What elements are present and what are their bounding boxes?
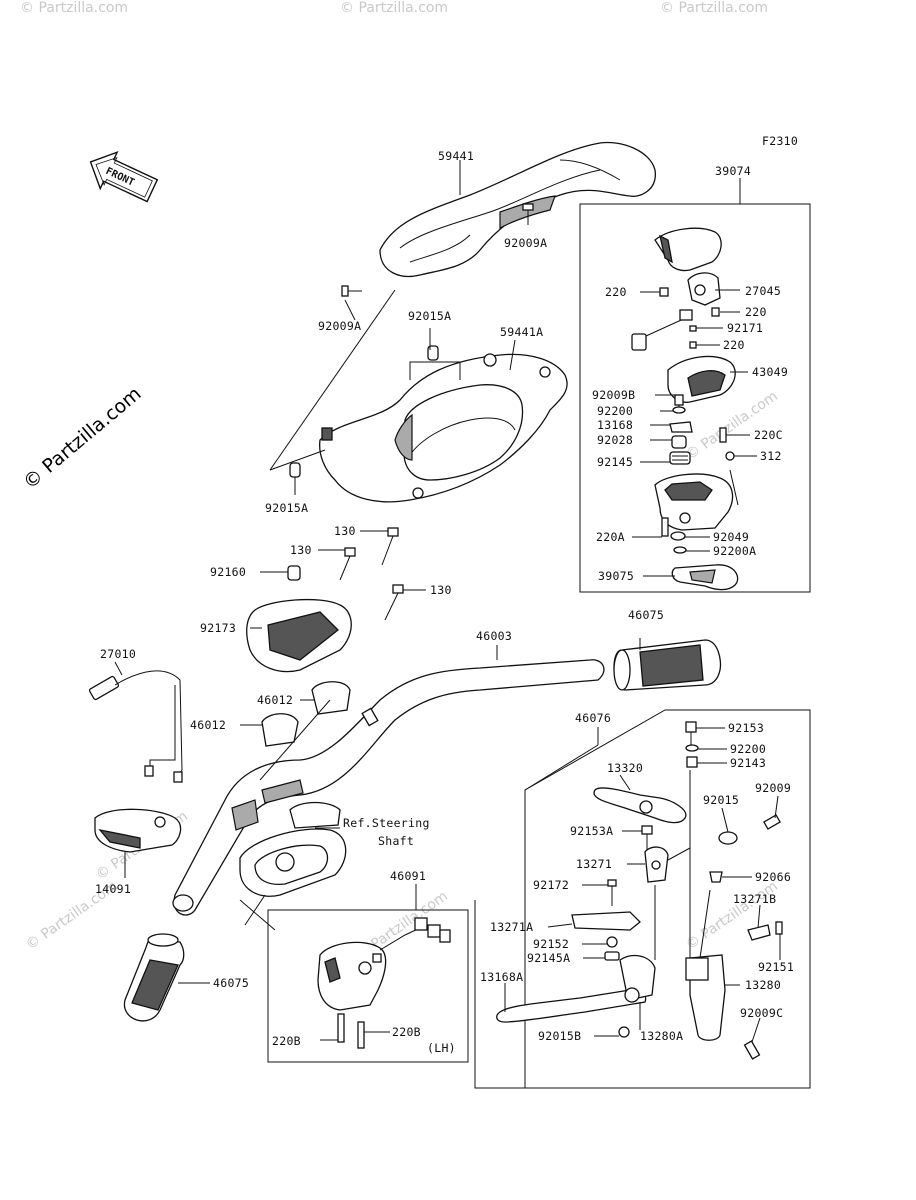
label-92160: 92160: [210, 565, 246, 579]
label-46076: 46076: [575, 711, 611, 725]
label-92153A: 92153A: [570, 824, 613, 838]
label-312: 312: [760, 449, 782, 463]
throttle-parts: [631, 227, 739, 591]
svg-text:© Partzilla.com: © Partzilla.com: [20, 0, 128, 16]
holder-bolts: [240, 527, 404, 747]
switch-46091: [317, 917, 451, 1049]
cover-14091: [94, 808, 182, 878]
grip-46075-left: [123, 933, 210, 1022]
label-13271B: 13271B: [733, 892, 776, 906]
label-43049: 43049: [752, 365, 788, 379]
label-92009: 92009: [755, 781, 791, 795]
label-92200A: 92200A: [713, 544, 756, 558]
label-92171: 92171: [727, 321, 763, 335]
svg-text:© Partzilla.com: © Partzilla.com: [340, 0, 448, 16]
label-220-1: 220: [605, 285, 627, 299]
label-220-3: 220: [723, 338, 745, 352]
upper-leaders: [250, 530, 498, 781]
label-13271: 13271: [576, 857, 612, 871]
label-13168A: 13168A: [480, 970, 523, 984]
label-46003: 46003: [476, 629, 512, 643]
svg-text:© Partzilla.com: © Partzilla.com: [683, 878, 781, 953]
reference-note-line2: Shaft: [378, 834, 414, 848]
lower-holders: [239, 801, 347, 931]
label-13280: 13280: [745, 978, 781, 992]
label-39074: 39074: [715, 164, 751, 178]
assembly-box-46091: [267, 909, 469, 1063]
brake-parts: [496, 721, 783, 1060]
svg-text:© Partzilla.com: © Partzilla.com: [660, 0, 768, 16]
label-46075-left: 46075: [213, 976, 249, 990]
label-92066: 92066: [755, 870, 791, 884]
label-92145A: 92145A: [527, 951, 570, 965]
label-220B-1: 220B: [272, 1034, 301, 1048]
front-arrow-icon: FRONT: [89, 151, 159, 203]
label-92049: 92049: [713, 530, 749, 544]
label-92009C: 92009C: [740, 1006, 783, 1020]
label-130-3: 130: [430, 583, 452, 597]
collar-92015A-bottom: [289, 462, 301, 478]
label-13168: 13168: [597, 418, 633, 432]
label-92015B: 92015B: [538, 1029, 581, 1043]
handlebar-cover-59441A: [319, 353, 568, 503]
label-92015A-top: 92015A: [408, 309, 451, 323]
brake-leaders: [504, 727, 781, 1043]
label-13271A: 13271A: [490, 920, 533, 934]
label-92173: 92173: [200, 621, 236, 635]
figure-code: F2310: [762, 134, 798, 148]
label-220-2: 220: [745, 305, 767, 319]
label-92200: 92200: [597, 404, 633, 418]
throttle-leaders: [632, 289, 757, 577]
label-13280A: 13280A: [640, 1029, 683, 1043]
bolt-92009A-left: [341, 285, 362, 297]
label-130-1: 130: [334, 524, 356, 538]
label-92151: 92151: [758, 960, 794, 974]
label-92143: 92143: [730, 756, 766, 770]
label-220A: 220A: [596, 530, 625, 544]
label-92028: 92028: [597, 433, 633, 447]
partzilla-watermark: © Partzilla.com: [19, 383, 145, 494]
label-46012-2: 46012: [190, 718, 226, 732]
label-92200-b: 92200: [730, 742, 766, 756]
label-59441A: 59441A: [500, 325, 543, 339]
label-27045: 27045: [745, 284, 781, 298]
label-92009A-top: 92009A: [504, 236, 547, 250]
label-39075: 39075: [598, 569, 634, 583]
label-92015A-bottom: 92015A: [265, 501, 308, 515]
label-92172: 92172: [533, 878, 569, 892]
label-lh: (LH): [427, 1041, 456, 1055]
label-46075-right: 46075: [628, 608, 664, 622]
label-92145: 92145: [597, 455, 633, 469]
label-92152: 92152: [533, 937, 569, 951]
handlebar-cover-59441: [379, 141, 656, 278]
label-92009A-left: 92009A: [318, 319, 361, 333]
label-92015: 92015: [703, 793, 739, 807]
grip-46075-right: [613, 638, 722, 691]
switch-27010: [88, 661, 183, 783]
part-labels: 59441 39074 92009A 92009A 92015A 59441A …: [95, 149, 794, 1055]
label-220C: 220C: [754, 428, 783, 442]
label-46091: 46091: [390, 869, 426, 883]
assembly-box-39074: [579, 203, 811, 593]
label-59441: 59441: [438, 149, 474, 163]
label-27010: 27010: [100, 647, 136, 661]
leaders-top: [269, 160, 529, 495]
label-220B-2: 220B: [392, 1025, 421, 1039]
label-92153: 92153: [728, 721, 764, 735]
bolt-92009A-top: [522, 203, 534, 222]
label-46012-1: 46012: [257, 693, 293, 707]
label-14091: 14091: [95, 882, 131, 896]
handlebar-46003: [172, 659, 605, 916]
label-92009B: 92009B: [592, 388, 635, 402]
reference-note-line1: Ref.Steering: [343, 816, 430, 830]
label-130-2: 130: [290, 543, 312, 557]
label-13320: 13320: [607, 761, 643, 775]
